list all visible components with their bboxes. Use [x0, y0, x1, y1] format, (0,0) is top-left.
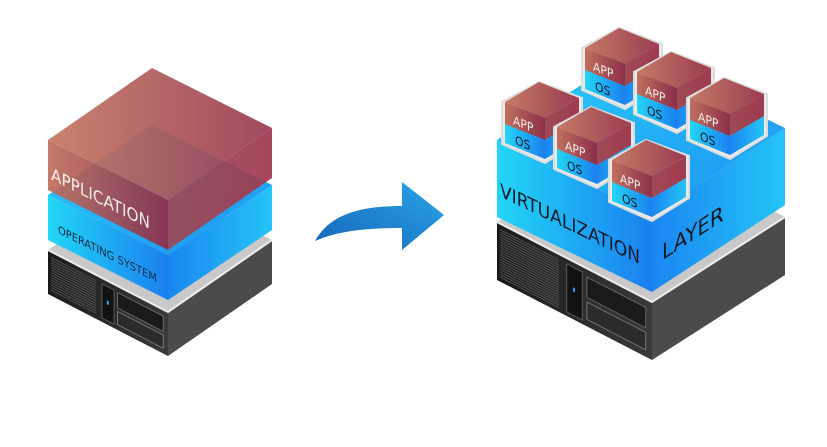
vm-app-layer-left-face [612, 160, 652, 198]
vm-app-layer [690, 78, 764, 136]
server-rim [47, 239, 273, 314]
vm-os-layer-left-face [505, 124, 545, 159]
os-layer-left-face [48, 195, 168, 300]
power-led-icon [106, 300, 109, 306]
vm-os-label: OS [515, 132, 530, 153]
vm-os-layer-left-face [690, 120, 730, 155]
vm-app-layer [612, 140, 686, 198]
vm-app-layer-top-face [505, 82, 579, 118]
vm-os-layer-left-face [612, 182, 652, 217]
vm-app-layer-right-face [677, 68, 711, 110]
server-right-face [168, 240, 272, 356]
vm-app-layer-right-face [597, 123, 631, 165]
vm-app-layer-left-face [505, 102, 545, 140]
vm-os-layer-left-face [637, 94, 677, 129]
vm-app-layer [557, 107, 631, 165]
vm-app-layer-left-face [690, 98, 730, 136]
os-layer-right-face [168, 185, 272, 300]
vm-app-layer [637, 52, 711, 110]
vent-grille [500, 229, 647, 351]
vm-os-label: OS [595, 78, 610, 99]
optical-drive [117, 310, 164, 349]
vm-app-layer-right-face [730, 94, 764, 136]
vm-app-layer-top-face [585, 28, 659, 64]
vm-os-label: OS [700, 128, 715, 149]
vm-app-layer-top-face [612, 140, 686, 176]
vm-app-layer-left-face [585, 48, 625, 86]
drive-bay [586, 276, 647, 329]
vent-grille [51, 257, 164, 349]
vm-os-layer-left-face [585, 70, 625, 105]
vm-app-layer-top-face [690, 78, 764, 114]
vm-app-layer-right-face [652, 156, 686, 198]
vm-os-label: OS [622, 190, 637, 211]
vm-app-layer-left-face [637, 72, 677, 110]
vm-os-layer-right-face [652, 178, 686, 217]
application-layer-top-face [48, 68, 272, 200]
vm-app-layer-left-face [557, 127, 597, 165]
application-layer-right-face [168, 128, 272, 250]
vm-app-layer-top-face [557, 107, 631, 143]
vm-os-layer-left-face [557, 149, 597, 184]
vm-os-label: OS [647, 102, 662, 123]
virtualization-layer-left-face [497, 140, 652, 292]
server-right-face [652, 217, 785, 360]
virtualization-layer-right-face [652, 128, 785, 292]
vm-app-layer-top-face [637, 52, 711, 88]
power-led-icon [572, 287, 575, 293]
application-layer [48, 68, 272, 250]
vm-os-layer-right-face [730, 116, 764, 155]
drive-bay [117, 291, 164, 333]
vm-os-label: OS [567, 157, 582, 178]
application-layer-left-face [48, 140, 168, 250]
arrow-right-icon [315, 182, 444, 250]
server-rim [496, 216, 786, 304]
optical-drive [586, 301, 647, 351]
